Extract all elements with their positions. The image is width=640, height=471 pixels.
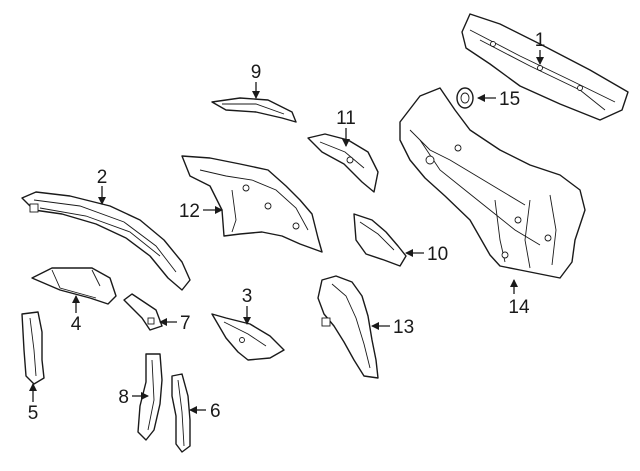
callout-11: 11: [336, 108, 356, 129]
callout-2: 2: [97, 167, 108, 188]
part-3-gusset: [211, 313, 285, 361]
callout-1: 1: [535, 30, 546, 51]
part-15-grommet: [456, 87, 474, 109]
part-11-reinforcement: [307, 133, 379, 193]
callout-7: 7: [180, 313, 191, 334]
callout-15: 15: [499, 89, 520, 110]
part-9-bracket: [211, 97, 297, 123]
callout-labels: 1 15 14 9 11 12 2 10 4 7 3 13 5 8 6: [28, 30, 546, 424]
callout-13: 13: [393, 317, 414, 338]
part-4-tray: [31, 267, 117, 305]
part-10-bracket: [353, 213, 407, 267]
part-13-wheelhouse: [317, 275, 379, 379]
part-1-cowl-panel: [461, 13, 629, 121]
callout-12: 12: [179, 201, 200, 222]
callout-4: 4: [71, 314, 82, 335]
part-14-dash-panel: [399, 87, 586, 279]
part-2-rail: [21, 191, 191, 291]
callout-10: 10: [427, 244, 448, 265]
callout-8: 8: [118, 387, 129, 408]
callout-5: 5: [28, 403, 39, 424]
part-8-brace: [137, 353, 163, 441]
part-5-pillar: [21, 311, 45, 385]
callout-9: 9: [251, 62, 262, 83]
part-6-brace: [171, 373, 191, 453]
callout-6: 6: [210, 401, 221, 422]
callout-14: 14: [508, 297, 530, 318]
callout-3: 3: [242, 286, 253, 307]
leader-lines: [29, 50, 544, 414]
part-7-strip: [123, 293, 163, 331]
part-12-side-panel: [181, 155, 323, 253]
